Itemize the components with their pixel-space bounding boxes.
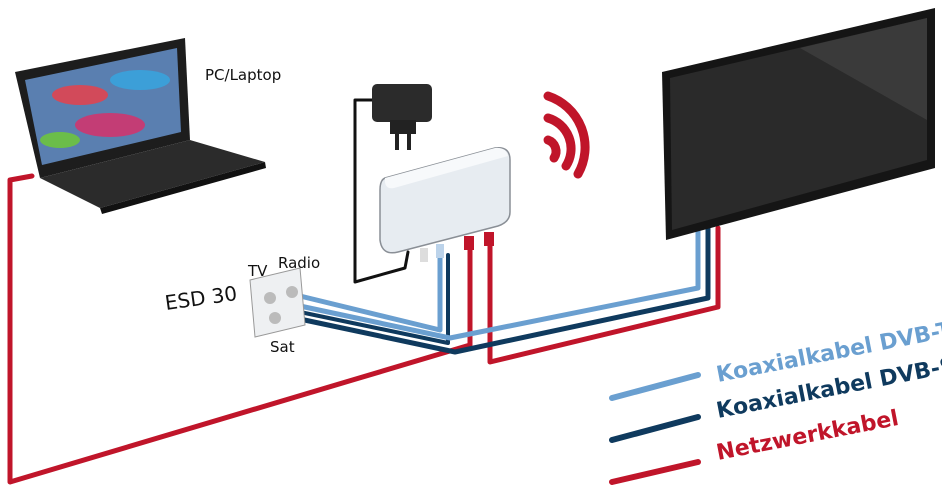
network-cable-tv — [487, 225, 721, 365]
tv-port-label: TV — [247, 262, 268, 280]
socket-label: ESD 30 — [163, 281, 238, 315]
legend-swatch — [609, 459, 701, 485]
laptop-label: PC/Laptop — [205, 66, 281, 84]
legend-swatch — [609, 414, 701, 443]
network-device-icon — [379, 147, 511, 262]
dvbs2-cable — [292, 225, 711, 355]
wifi-signal-icon — [543, 91, 590, 179]
dvbt2-cable-device — [297, 247, 443, 333]
legend: Koaxialkabel DVB-T2 Koaxialkabel DVB-S2 … — [609, 315, 942, 485]
laptop-icon — [15, 38, 266, 214]
network-cable-laptop — [7, 173, 473, 485]
power-cable — [353, 98, 410, 284]
dvbs2-cable-device — [298, 253, 450, 345]
wall-socket-icon — [249, 267, 306, 338]
dvbt2-cable-tv — [297, 225, 701, 341]
sat-port-label: Sat — [270, 338, 295, 356]
radio-port-label: Radio — [278, 254, 320, 272]
power-adapter-icon — [372, 84, 432, 150]
tv-icon — [662, 8, 935, 240]
legend-swatch — [609, 372, 701, 401]
legend-item-network: Netzwerkkabel — [609, 406, 901, 485]
